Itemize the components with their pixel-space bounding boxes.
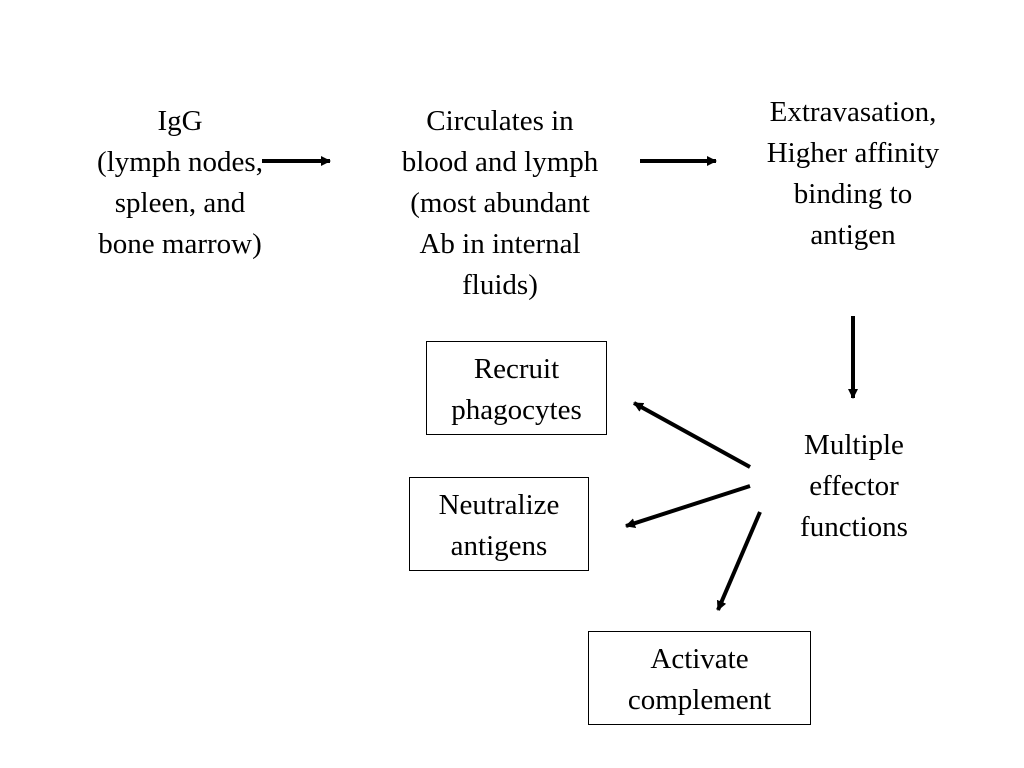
node-recruit-line: phagocytes: [451, 394, 582, 426]
arrow-multiple-to-activate: [716, 511, 762, 611]
node-igg-line: bone marrow): [98, 228, 262, 260]
node-multiple-line: Multiple: [804, 429, 904, 461]
node-extravasation: Extravasation, Higher affinity binding t…: [733, 92, 973, 256]
node-extravasation-line: Higher affinity: [766, 137, 940, 169]
node-igg-line: (lymph nodes,: [97, 146, 263, 178]
node-activate-line: complement: [627, 684, 772, 716]
arrow-multiple-to-neutralize: [625, 484, 751, 528]
node-extravasation-line: binding to: [793, 178, 913, 210]
node-circulates-line: Ab in internal: [419, 228, 581, 260]
node-extravasation-line: antigen: [810, 219, 896, 251]
node-neutralize-line: Neutralize: [438, 489, 560, 521]
node-multiple-line: functions: [800, 511, 908, 543]
node-multiple: Multiple effector functions: [774, 425, 934, 548]
node-circulates: Circulates in blood and lymph (most abun…: [370, 101, 630, 306]
node-circulates-line: (most abundant: [410, 187, 590, 219]
node-igg: IgG (lymph nodes, spleen, and bone marro…: [70, 101, 290, 265]
node-extravasation-line: Extravasation,: [769, 96, 937, 128]
node-neutralize: Neutralize antigens: [409, 477, 589, 571]
node-circulates-line: fluids): [462, 269, 538, 301]
node-neutralize-line: antigens: [450, 530, 548, 562]
node-igg-line: IgG: [157, 105, 203, 137]
node-igg-line: spleen, and: [114, 187, 246, 219]
node-activate: Activate complement: [588, 631, 811, 725]
node-multiple-line: effector: [809, 470, 899, 502]
node-circulates-line: Circulates in: [426, 105, 574, 137]
node-recruit: Recruit phagocytes: [426, 341, 607, 435]
node-activate-line: Activate: [650, 643, 749, 675]
node-circulates-line: blood and lymph: [401, 146, 599, 178]
arrow-multiple-to-recruit: [633, 401, 751, 469]
node-recruit-line: Recruit: [473, 353, 560, 385]
